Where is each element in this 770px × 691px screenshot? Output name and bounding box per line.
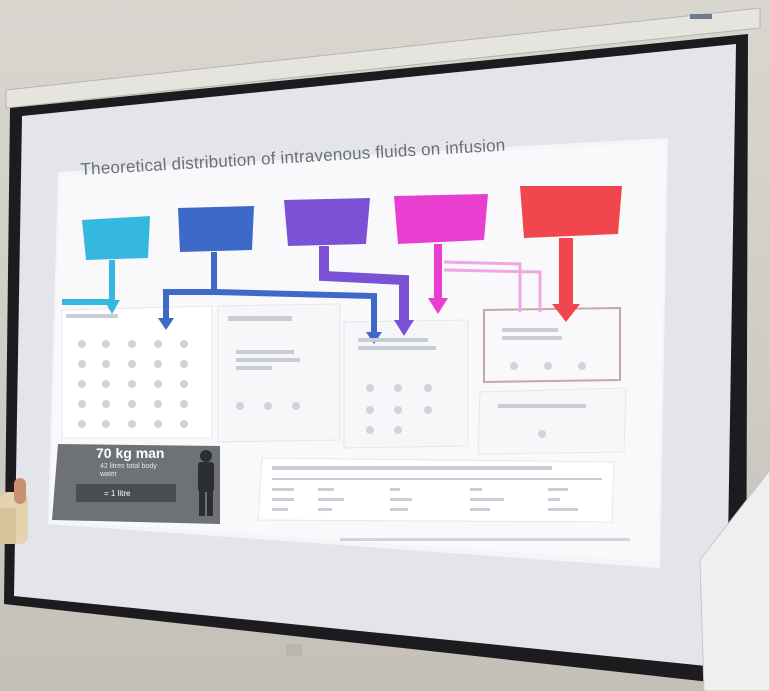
- wall-paper: [699, 469, 770, 691]
- arrow-blue: [62, 260, 115, 305]
- bag-navy: [178, 206, 254, 252]
- power-socket: [286, 644, 302, 656]
- faint-labels: [66, 314, 586, 408]
- dot-intracellular: [538, 430, 546, 438]
- man-subtitle: 42 litres total body water: [100, 463, 157, 478]
- panel-intracellular: [477, 387, 627, 455]
- table-panel: [257, 457, 615, 523]
- panel-left: [61, 305, 213, 439]
- dots-interstitial: [366, 384, 432, 434]
- source-line: [340, 538, 630, 541]
- dots-middle: [236, 402, 300, 410]
- arrow-purple: [319, 246, 409, 322]
- roller-tag: [690, 14, 712, 19]
- screen-roller: [5, 7, 761, 109]
- arrow-navy-head: [158, 318, 174, 330]
- panel-middle: [217, 303, 341, 443]
- arrow-red-head: [552, 304, 580, 322]
- bag-purple: [284, 198, 370, 246]
- arrow-blue-head: [104, 300, 120, 314]
- man-button-bg: [76, 484, 176, 502]
- table-lines: [272, 466, 602, 511]
- dots-plasma: [510, 362, 586, 370]
- bag-red: [520, 186, 622, 238]
- arrow-magenta-head: [428, 298, 448, 314]
- bag-magenta: [394, 194, 488, 244]
- arrow-navy: [163, 252, 377, 334]
- arrow-purple-head: [394, 320, 414, 336]
- man-silhouette: [198, 450, 214, 516]
- man-litre-label: = 1 litre: [104, 489, 131, 498]
- presenter-hand: [0, 478, 28, 544]
- panel-interstitial: [343, 319, 469, 449]
- bag-blue: [82, 216, 150, 260]
- arrow-magenta-thin: [443, 260, 542, 312]
- man-label: 70 kg man: [96, 445, 165, 461]
- dots-left: [78, 340, 188, 428]
